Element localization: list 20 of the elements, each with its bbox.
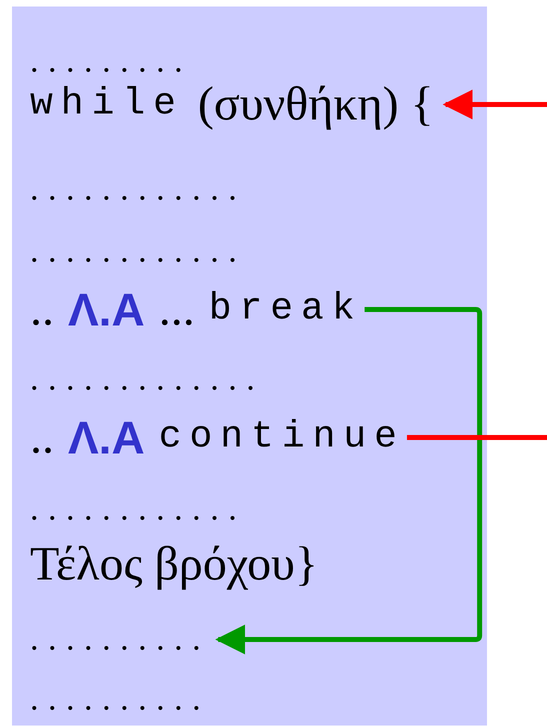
code-text: .. bbox=[30, 286, 54, 334]
code-text: (συνθήκη) { bbox=[198, 80, 434, 128]
code-text: ............ bbox=[30, 234, 246, 268]
code-text: ......... bbox=[30, 44, 192, 78]
code-text: ............ bbox=[30, 492, 246, 526]
label-marker: Λ.Α bbox=[68, 414, 145, 460]
keyword: while bbox=[30, 86, 184, 124]
code-text: .......... bbox=[30, 682, 210, 716]
label-marker: Λ.Α bbox=[68, 286, 145, 332]
code-text: ............. bbox=[30, 362, 264, 396]
code-text: ............ bbox=[30, 172, 246, 206]
code-text: .. bbox=[30, 414, 54, 462]
code-text: .......... bbox=[30, 622, 210, 656]
code-text: Τέλος βρόχου} bbox=[30, 540, 318, 588]
code-panel bbox=[12, 6, 487, 726]
arrow bbox=[442, 90, 547, 120]
arrow bbox=[215, 307, 482, 654]
keyword: break bbox=[208, 290, 363, 328]
keyword: continue bbox=[158, 418, 405, 456]
code-text: ... bbox=[158, 286, 195, 334]
